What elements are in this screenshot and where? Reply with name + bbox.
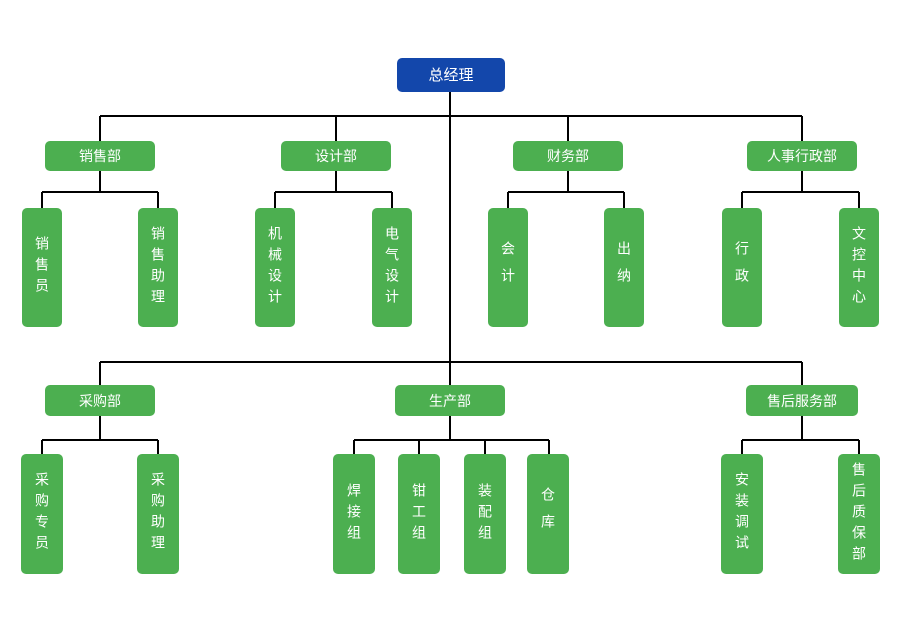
node-purchasing-dept[interactable]: 采购部 (45, 385, 155, 416)
node-general-manager[interactable]: 总经理 (397, 58, 505, 92)
node-warehouse[interactable]: 仓库 (527, 454, 569, 574)
node-purchasing-specialist[interactable]: 采购专员 (21, 454, 63, 574)
node-sales-assistant[interactable]: 销售助理 (138, 208, 178, 327)
node-cashier[interactable]: 出纳 (604, 208, 644, 327)
node-mechanical-design[interactable]: 机械设计 (255, 208, 295, 327)
node-aftersales-service-dept[interactable]: 售后服务部 (746, 385, 858, 416)
node-doc-control-center[interactable]: 文控中心 (839, 208, 879, 327)
trunk-connector (99, 92, 803, 385)
node-finance-dept[interactable]: 财务部 (513, 141, 623, 171)
node-welding-group[interactable]: 焊接组 (333, 454, 375, 574)
node-administration[interactable]: 行政 (722, 208, 762, 327)
node-purchasing-assistant[interactable]: 采购助理 (137, 454, 179, 574)
node-salesperson[interactable]: 销售员 (22, 208, 62, 327)
node-installation-debugging[interactable]: 安装调试 (721, 454, 763, 574)
node-electrical-design[interactable]: 电气设计 (372, 208, 412, 327)
node-design-dept[interactable]: 设计部 (281, 141, 391, 171)
node-assembly-group[interactable]: 装配组 (464, 454, 506, 574)
node-sales-dept[interactable]: 销售部 (45, 141, 155, 171)
node-hr-admin-dept[interactable]: 人事行政部 (747, 141, 857, 171)
node-aftersales-qa-dept[interactable]: 售后质保部 (838, 454, 880, 574)
node-production-dept[interactable]: 生产部 (395, 385, 505, 416)
node-accountant[interactable]: 会计 (488, 208, 528, 327)
node-fitter-group[interactable]: 钳工组 (398, 454, 440, 574)
